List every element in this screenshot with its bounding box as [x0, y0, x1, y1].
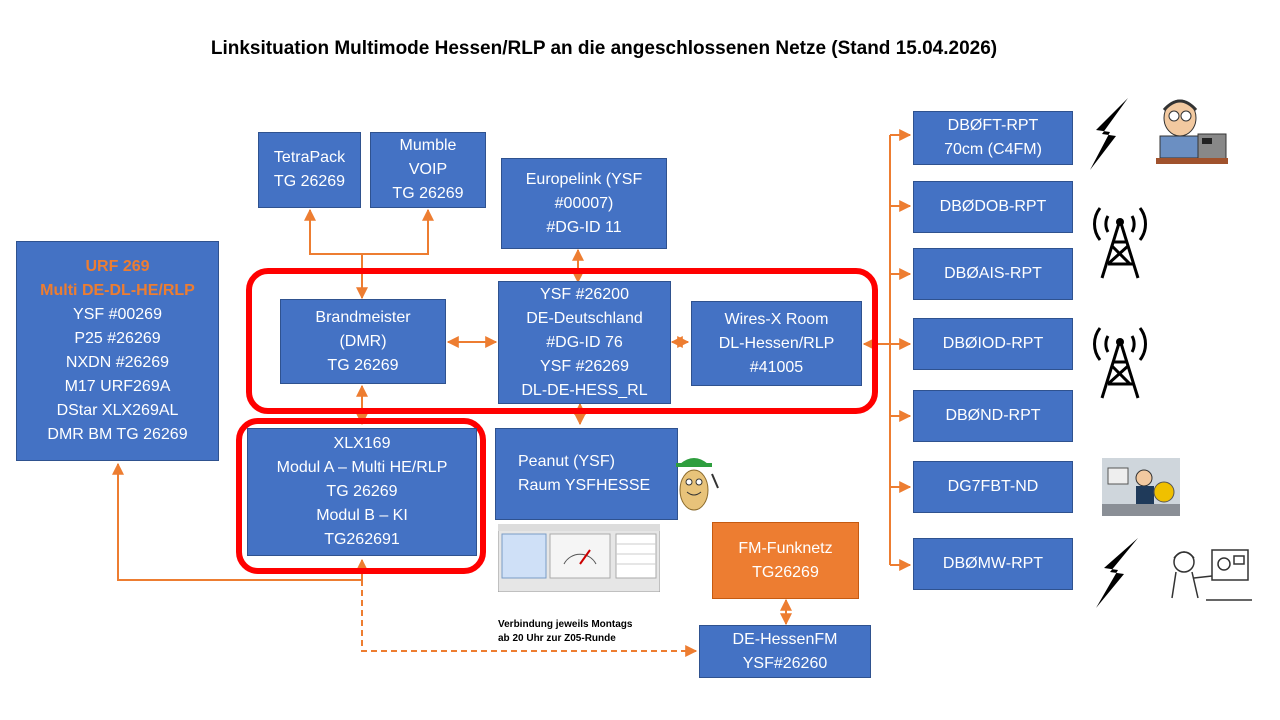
wiresx-room-box: Wires-X Room DL-Hessen/RLP #41005	[691, 301, 862, 386]
xlx-line: Modul A – Multi HE/RLP	[276, 459, 448, 476]
wiresx-id: #41005	[749, 358, 804, 376]
repeater-label: DBØMW-RPT	[942, 555, 1044, 572]
urf-line: NXDN #26269	[65, 354, 170, 371]
page-title: Linksituation Multimode Hessen/RLP an di…	[210, 38, 998, 59]
urf-line: DMR BM TG 26269	[47, 426, 188, 443]
antenna-tower-icon	[1093, 207, 1147, 279]
repeater-dbmw: DBØMW-RPT	[913, 538, 1073, 590]
xlx-line: TG 26269	[326, 483, 398, 500]
europelink-line: #00007)	[554, 194, 614, 212]
repeater-label: DBØND-RPT	[945, 407, 1041, 424]
peanut-label: Peanut (YSF)	[518, 453, 615, 470]
peanut-box: Peanut (YSF) Raum YSFHESSE	[495, 428, 678, 520]
computer-user-icon	[1102, 458, 1180, 516]
urf-subheading: Multi DE-DL-HE/RLP	[40, 282, 195, 299]
ysf-line: DE-Deutschland	[526, 309, 643, 327]
peanut-room: Raum YSFHESSE	[518, 477, 651, 494]
de-hessenfm-box: DE-HessenFM YSF#26260	[699, 625, 871, 678]
europelink-line: #DG-ID 11	[546, 218, 622, 236]
xlx-line: Modul B – KI	[316, 507, 408, 524]
brandmeister-box: Brandmeister (DMR) TG 26269	[280, 299, 446, 384]
xlx169-box: XLX169 Modul A – Multi HE/RLP TG 26269 M…	[247, 428, 477, 556]
ysf-line: #DG-ID 76	[546, 333, 623, 351]
xlx-line: XLX169	[333, 435, 391, 452]
europelink-box: Europelink (YSF #00007) #DG-ID 11	[501, 158, 667, 249]
tetrapack-label: TetraPack	[273, 149, 346, 166]
fm-label: FM-Funknetz	[738, 539, 833, 557]
ysf-line: DL-DE-HESS_RL	[521, 381, 648, 399]
wiresx-label: Wires-X Room	[724, 310, 829, 328]
urf-line: YSF #00269	[73, 306, 162, 323]
ysf-line: YSF #26200	[540, 285, 629, 303]
tetrapack-box: TetraPack TG 26269	[258, 132, 361, 208]
note-line: ab 20 Uhr zur Z05-Runde	[498, 633, 616, 644]
hessenfm-id: YSF#26260	[742, 654, 828, 672]
radio-operator-icon	[1156, 99, 1228, 164]
brandmeister-label: Brandmeister	[315, 308, 411, 326]
repeater-label: DBØAIS-RPT	[944, 265, 1042, 282]
brandmeister-tg: TG 26269	[327, 356, 399, 374]
repeater-band: 70cm (C4FM)	[944, 141, 1042, 158]
tetrapack-tg: TG 26269	[273, 173, 346, 190]
fm-funknetz-box: FM-Funknetz TG26269	[712, 522, 859, 599]
lightning-icon	[1096, 538, 1138, 608]
repeater-label: DBØFT-RPT	[947, 117, 1039, 134]
lightning-icon	[1090, 98, 1128, 170]
xlx-line: TG262691	[324, 531, 400, 548]
urf-heading: URF 269	[85, 258, 150, 275]
xlx-highlight-frame	[236, 418, 486, 574]
urf-line: P25 #26269	[74, 330, 161, 347]
repeater-dbft: DBØFT-RPT 70cm (C4FM)	[913, 111, 1073, 165]
europelink-line: Europelink (YSF	[525, 170, 643, 188]
repeater-label: DBØIOD-RPT	[942, 335, 1044, 352]
repeater-label: DG7FBT-ND	[947, 478, 1039, 495]
antenna-tower-icon	[1093, 327, 1147, 399]
repeater-dbdob: DBØDOB-RPT	[913, 181, 1073, 233]
urf-line: DStar XLX269AL	[56, 402, 179, 419]
core-network-highlight-frame	[246, 268, 878, 414]
urf-line: M17 URF269A	[64, 378, 171, 395]
repeater-dg7fbt: DG7FBT-ND	[913, 461, 1073, 513]
mumble-label: Mumble	[399, 137, 457, 154]
radio-operator-cartoon-icon	[1171, 549, 1252, 601]
mumble-tg: TG 26269	[392, 185, 464, 202]
mumble-box: Mumble VOIP TG 26269	[370, 132, 486, 208]
hessenfm-label: DE-HessenFM	[732, 630, 838, 648]
software-screenshot-icon	[498, 524, 660, 592]
mumble-voip: VOIP	[408, 161, 448, 178]
repeater-label: DBØDOB-RPT	[939, 198, 1047, 215]
monday-connection-note: Verbindung jeweils Montags ab 20 Uhr zur…	[498, 618, 632, 646]
fm-tg: TG26269	[752, 563, 819, 581]
wiresx-room: DL-Hessen/RLP	[718, 334, 835, 352]
peanut-mascot-icon	[676, 458, 719, 511]
repeater-dbais: DBØAIS-RPT	[913, 248, 1073, 300]
ysf-26200-box: YSF #26200 DE-Deutschland #DG-ID 76 YSF …	[498, 281, 671, 404]
repeater-dbnd: DBØND-RPT	[913, 390, 1073, 442]
brandmeister-dmr: (DMR)	[339, 332, 387, 350]
ysf-line: YSF #26269	[540, 357, 629, 375]
urf-269-box: URF 269 Multi DE-DL-HE/RLP YSF #00269 P2…	[16, 241, 219, 461]
repeater-dbiod: DBØIOD-RPT	[913, 318, 1073, 370]
note-line: Verbindung jeweils Montags	[498, 619, 633, 630]
